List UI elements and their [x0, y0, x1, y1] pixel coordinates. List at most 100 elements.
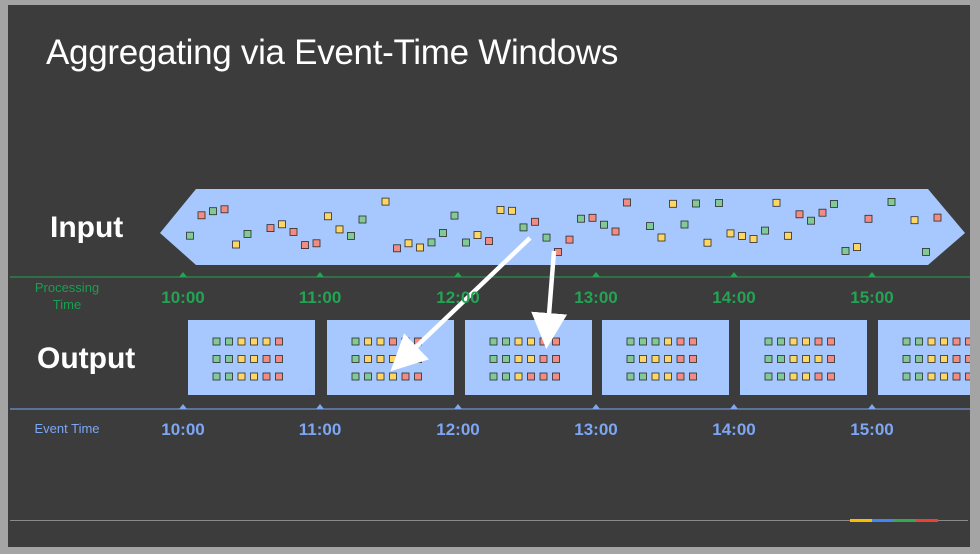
input-event: [439, 229, 447, 237]
output-event: [376, 337, 385, 346]
event-tick-label: 15:00: [850, 420, 894, 439]
processing-tick-marker: [730, 272, 738, 277]
input-event: [450, 211, 459, 220]
output-event: [915, 372, 923, 381]
event-time-axis-label: Event Time: [34, 421, 100, 436]
output-event: [552, 372, 560, 381]
output-event: [952, 337, 961, 346]
output-event: [275, 337, 283, 346]
output-event: [676, 372, 685, 381]
input-event: [462, 238, 470, 247]
output-event: [789, 337, 798, 346]
output-event: [789, 355, 798, 363]
input-event: [358, 215, 367, 224]
processing-tick-label: 13:00: [574, 288, 618, 307]
event-tick-label: 11:00: [298, 420, 342, 439]
input-event: [324, 212, 332, 221]
input-event: [404, 239, 413, 248]
input-event: [841, 246, 850, 255]
input-event: [864, 214, 873, 223]
output-event: [940, 355, 948, 363]
event-tick-marker: [454, 404, 462, 409]
input-event: [784, 231, 792, 240]
output-event: [664, 372, 672, 381]
output-event: [965, 372, 970, 381]
input-event: [726, 229, 735, 238]
output-event: [212, 372, 221, 381]
output-event: [639, 355, 647, 363]
input-event: [600, 220, 608, 229]
input-event: [818, 208, 827, 217]
input-event: [473, 231, 482, 240]
input-event: [197, 211, 206, 220]
output-event: [389, 337, 397, 346]
output-event: [940, 372, 948, 381]
event-tick-label: 10:00: [161, 420, 205, 439]
output-event: [389, 355, 397, 363]
output-event: [651, 355, 660, 363]
input-row-label: Input: [50, 211, 124, 244]
event-time-windows-diagram: [10, 189, 970, 410]
input-event: [531, 217, 539, 226]
output-event: [237, 355, 246, 363]
output-event: [351, 337, 360, 346]
input-event: [680, 220, 689, 229]
output-event: [275, 372, 283, 381]
event-tick-marker: [179, 404, 187, 409]
output-event: [827, 337, 835, 346]
processing-tick-marker: [316, 272, 324, 277]
processing-tick-label: 12:00: [436, 288, 480, 307]
output-event: [664, 355, 672, 363]
output-event: [902, 372, 911, 381]
output-event: [626, 355, 635, 363]
output-event: [789, 372, 798, 381]
input-event: [749, 235, 758, 243]
output-event: [212, 355, 221, 363]
input-event: [669, 199, 677, 208]
output-event: [527, 372, 535, 381]
input-event: [519, 223, 528, 232]
output-event: [689, 355, 697, 363]
processing-tick-label: 10:00: [161, 288, 205, 307]
output-event: [225, 372, 233, 381]
output-event: [802, 337, 810, 346]
input-event: [657, 233, 666, 242]
output-event: [489, 372, 498, 381]
output-event: [250, 337, 258, 346]
output-event: [351, 372, 360, 381]
output-event: [664, 337, 672, 346]
output-event: [237, 337, 246, 346]
output-event: [502, 372, 510, 381]
output-event: [802, 372, 810, 381]
input-event: [312, 239, 321, 248]
input-event: [611, 227, 620, 236]
input-event: [795, 210, 804, 219]
event-tick-marker: [868, 404, 876, 409]
output-event: [651, 372, 660, 381]
output-event: [626, 372, 635, 381]
input-event: [887, 197, 896, 206]
output-event: [262, 372, 271, 381]
output-event: [651, 337, 660, 346]
output-event: [764, 372, 773, 381]
processing-tick-label: 14:00: [712, 288, 756, 307]
input-event: [933, 213, 942, 222]
brand-color-segment: [894, 519, 916, 522]
brand-color-segment: [872, 519, 894, 522]
input-event: [761, 226, 769, 235]
output-event: [250, 355, 258, 363]
output-event: [212, 337, 221, 346]
output-event: [527, 337, 535, 346]
output-event: [489, 337, 498, 346]
output-event: [777, 372, 785, 381]
brand-color-bar: [850, 519, 938, 522]
output-event: [262, 337, 271, 346]
output-event: [689, 372, 697, 381]
output-event: [376, 355, 385, 363]
input-event: [243, 229, 252, 238]
input-event: [807, 216, 815, 225]
input-event: [738, 231, 746, 240]
output-event: [351, 355, 360, 363]
input-event: [232, 240, 240, 249]
output-event: [676, 355, 685, 363]
